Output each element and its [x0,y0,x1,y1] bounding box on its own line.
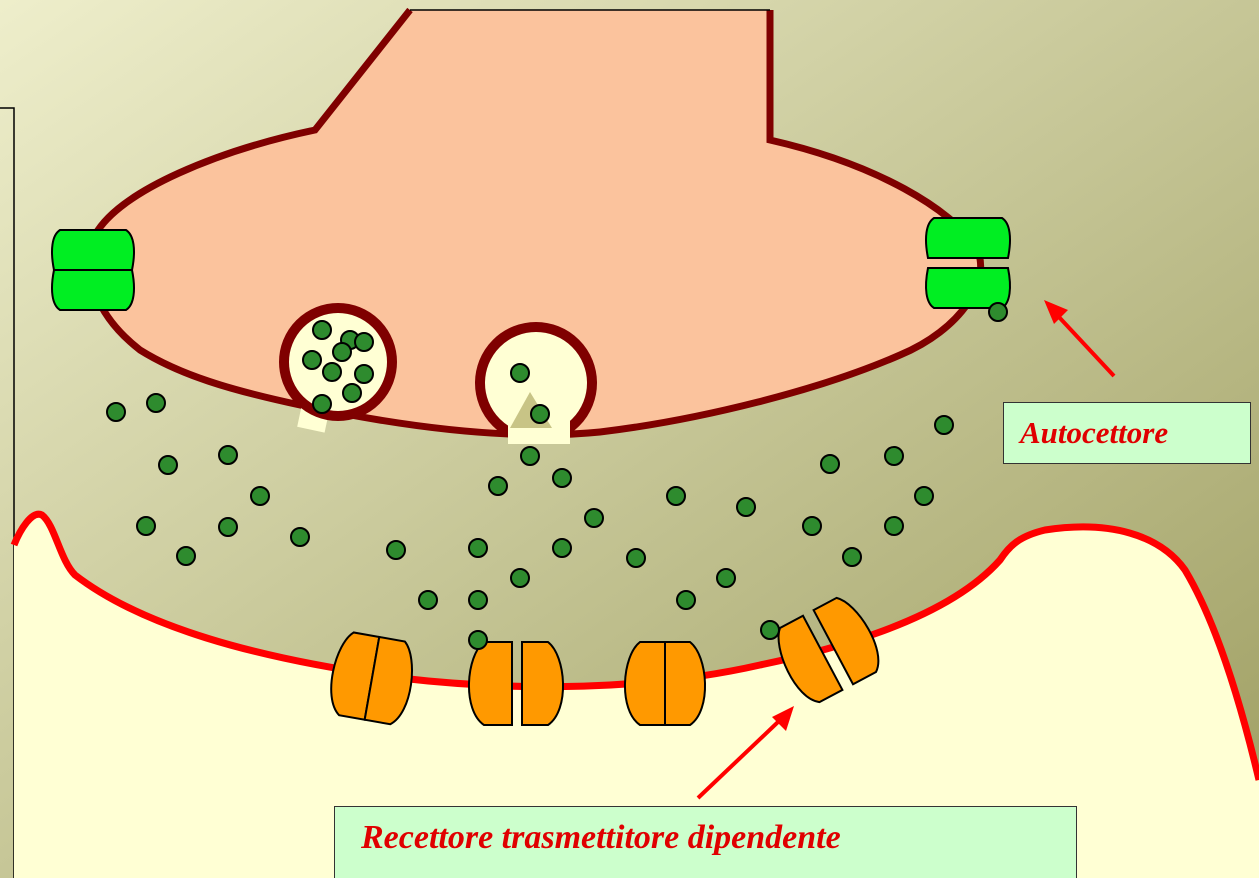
receptor-3 [625,642,705,725]
receptor-label: Recettore trasmettitore dipendente [334,806,1077,878]
autoreceptor-left [52,230,134,310]
neurotransmitter-molecule [219,518,237,536]
autoreceptor-label: Autocettore [1003,402,1251,464]
neurotransmitter-molecule [387,541,405,559]
neurotransmitter-molecule [627,549,645,567]
neurotransmitter-molecule [737,498,755,516]
neurotransmitter-molecule [177,547,195,565]
neurotransmitter-molecule [355,333,373,351]
neurotransmitter-molecule [137,517,155,535]
neurotransmitter-molecule [313,321,331,339]
neurotransmitter-molecule [585,509,603,527]
neurotransmitter-molecule [803,517,821,535]
neurotransmitter-molecule [915,487,933,505]
neurotransmitter-molecule [469,539,487,557]
neurotransmitter-molecule [521,447,539,465]
neurotransmitter-molecule [553,469,571,487]
neurotransmitter-molecule [489,477,507,495]
neurotransmitter-molecule [147,394,165,412]
neurotransmitter-molecule [511,364,529,382]
neurotransmitter-molecule [989,303,1007,321]
neurotransmitter-molecule [419,591,437,609]
neurotransmitter-molecule [291,528,309,546]
neurotransmitter-molecule [107,403,125,421]
neurotransmitter-molecule [717,569,735,587]
neurotransmitter-molecule [821,455,839,473]
neurotransmitter-molecule [333,343,351,361]
neurotransmitter-molecule [323,363,341,381]
neurotransmitter-molecule [511,569,529,587]
neurotransmitter-molecule [531,405,549,423]
neurotransmitter-molecule [935,416,953,434]
neurotransmitter-molecule [843,548,861,566]
neurotransmitter-molecule [159,456,177,474]
neurotransmitter-molecule [469,631,487,649]
neurotransmitter-molecule [343,384,361,402]
neurotransmitter-molecule [761,621,779,639]
neurotransmitter-molecule [303,351,321,369]
neurotransmitter-molecule [355,365,373,383]
neurotransmitter-molecule [667,487,685,505]
vesicle-fusing [480,327,592,444]
neurotransmitter-molecule [553,539,571,557]
neurotransmitter-molecule [219,446,237,464]
neurotransmitter-molecule [251,487,269,505]
neurotransmitter-molecule [469,591,487,609]
neurotransmitter-molecule [885,517,903,535]
neurotransmitter-molecule [677,591,695,609]
neurotransmitter-molecule [885,447,903,465]
vesicle-membrane [284,308,392,416]
neurotransmitter-molecule [313,395,331,413]
